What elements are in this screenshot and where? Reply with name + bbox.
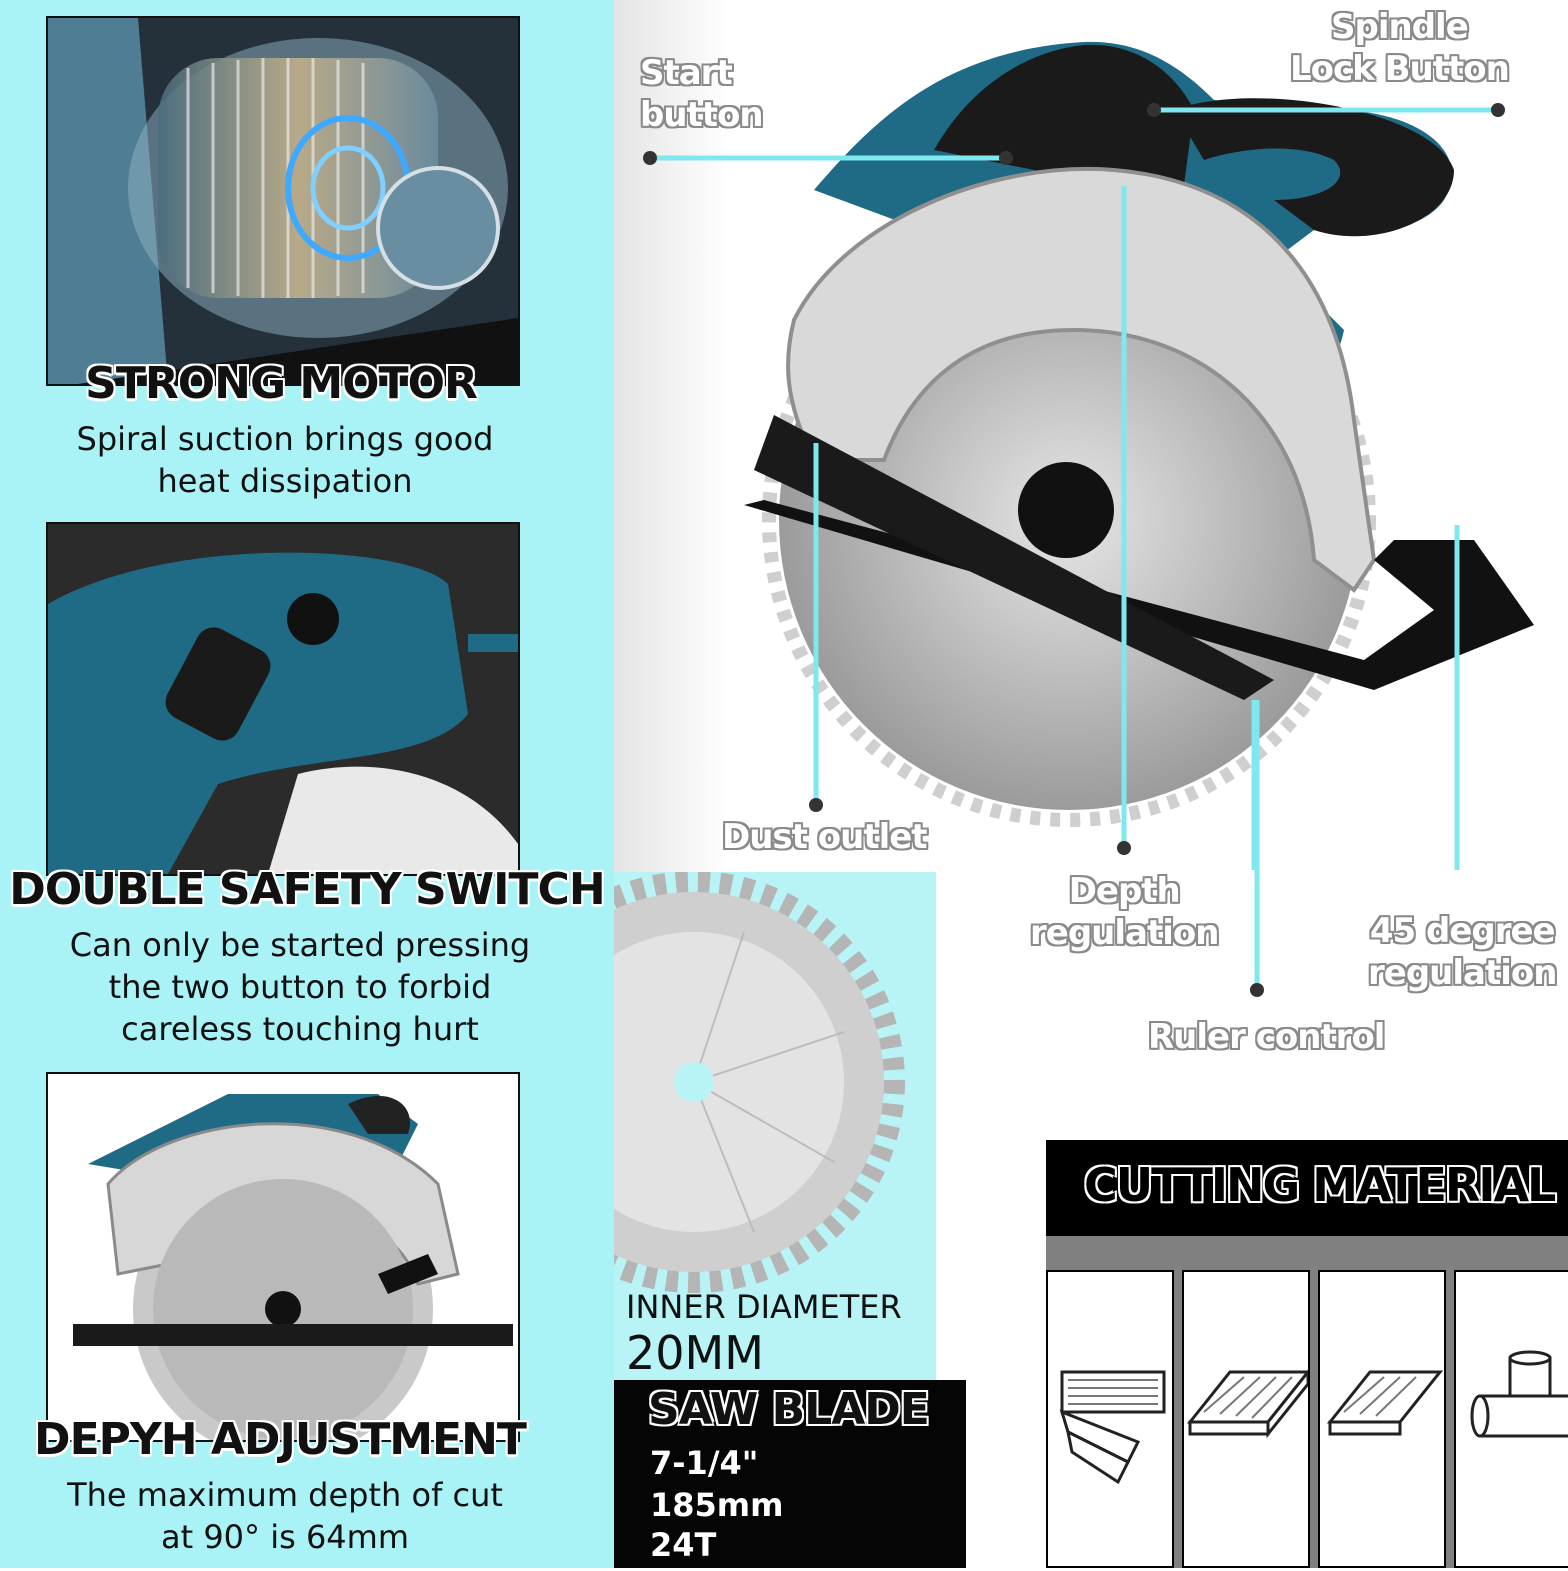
board-icon	[1186, 1367, 1312, 1439]
circular-saw-illustration	[643, 41, 1534, 870]
callout-start-button: Start button	[640, 52, 764, 136]
saw-blade-spec: 24T	[650, 1526, 717, 1564]
motor-photo	[46, 16, 520, 386]
feature-desc-motor: Spiral suction brings good heat dissipat…	[20, 418, 550, 502]
feature-desc-switch: Can only be started pressing the two but…	[20, 924, 580, 1050]
desc-line: Can only be started pressing	[69, 926, 531, 964]
switch-photo	[46, 522, 520, 876]
saw-blade-spec: 7-1/4"	[650, 1444, 759, 1482]
callout-depth-regulation: Depth regulation	[1030, 870, 1219, 954]
desc-line: Spiral suction brings good	[76, 420, 494, 458]
pipe-icon	[1470, 1350, 1568, 1438]
desc-line: at 90° is 64mm	[160, 1518, 409, 1556]
cutting-material-header	[1046, 1140, 1568, 1236]
callout-spindle-lock: Spindle Lock Button	[1290, 6, 1510, 90]
laminate-icon	[1326, 1370, 1444, 1436]
inner-diameter-value: 20MM	[626, 1326, 764, 1380]
material-card	[1046, 1270, 1174, 1568]
blade-image-box	[614, 872, 936, 1382]
callout-line: button	[640, 95, 764, 135]
saw-blade-icon	[614, 872, 905, 1293]
callout-ruler-control: Ruler control	[1148, 1017, 1385, 1057]
desc-line: careless touching hurt	[121, 1010, 479, 1048]
inner-diameter-label: INNER DIAMETER	[626, 1288, 902, 1326]
material-card	[1318, 1270, 1446, 1568]
saw-blade-title: SAW BLADE	[648, 1384, 930, 1435]
feature-title-motor: STRONG MOTOR	[85, 358, 478, 409]
cutting-material-title: CUTTING MATERIAL	[1084, 1158, 1556, 1212]
callout-line: Spindle	[1331, 7, 1469, 47]
saw-photo	[46, 1072, 520, 1442]
callout-dust-outlet: Dust outlet	[722, 817, 928, 857]
material-card	[1182, 1270, 1312, 1568]
feature-title-switch: DOUBLE SAFETY SWITCH	[9, 864, 605, 915]
callout-45-degree: 45 degree regulation	[1368, 910, 1557, 994]
feature-desc-depth: The maximum depth of cut at 90° is 64mm	[20, 1474, 550, 1558]
desc-line: The maximum depth of cut	[67, 1476, 503, 1514]
wood-planks-icon	[1059, 1370, 1166, 1485]
desc-line: the two button to forbid	[108, 968, 492, 1006]
callout-line: Lock Button	[1290, 49, 1510, 89]
callout-line: Start	[640, 53, 733, 93]
feature-title-depth: DEPYH ADJUSTMENT	[34, 1414, 527, 1465]
saw-blade-spec-box	[614, 1380, 966, 1568]
material-card	[1454, 1270, 1568, 1568]
callout-line: regulation	[1030, 913, 1219, 953]
saw-blade-spec: 185mm	[650, 1486, 784, 1524]
callout-line: Depth	[1068, 871, 1181, 911]
switch-icon	[48, 524, 518, 874]
callout-line: regulation	[1368, 953, 1557, 993]
motor-icon	[48, 18, 518, 384]
desc-line: heat dissipation	[157, 462, 413, 500]
ruler-callout-line	[1250, 700, 1264, 997]
saw-icon	[48, 1074, 518, 1440]
callout-line: 45 degree	[1369, 911, 1556, 951]
